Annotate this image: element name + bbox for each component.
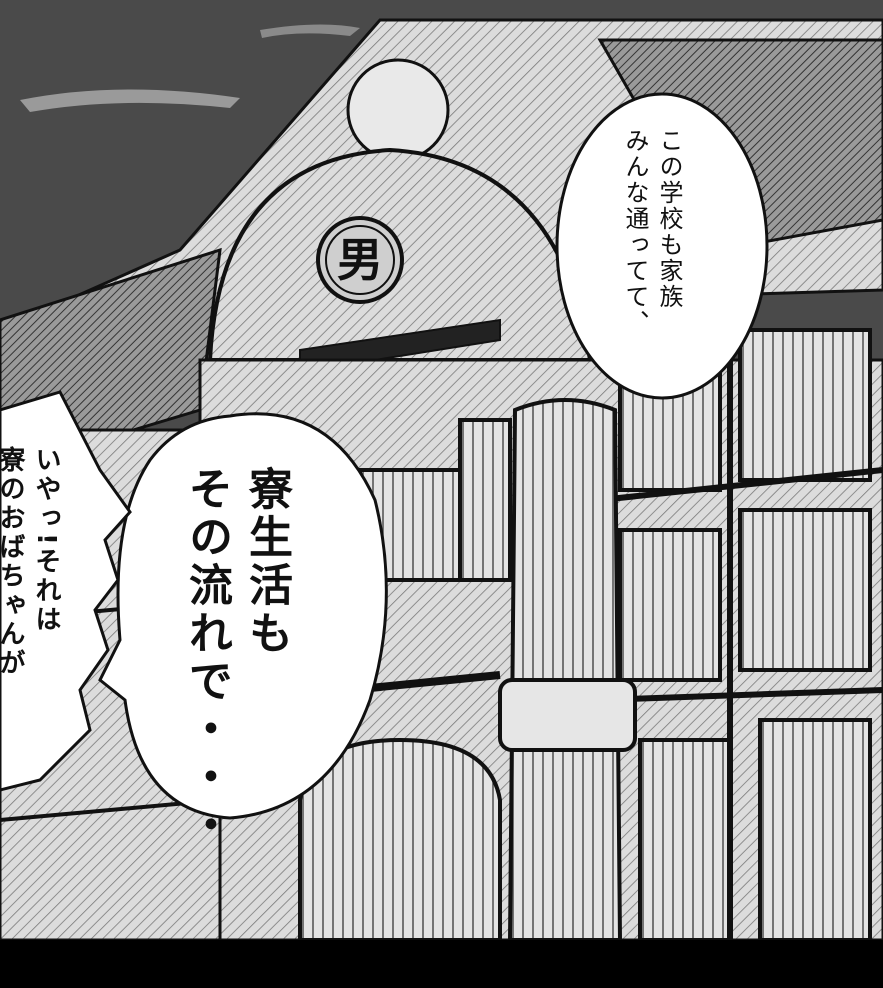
speech-text-left: いやっ!それは 寮のおばちゃんが [0,446,64,678]
roof-dome [346,58,450,162]
speech-bubble-top-right [555,92,769,400]
speech-line: この学校も家族 [655,128,683,310]
speech-text-top-right: この学校も家族 みんな通ってて、 [618,128,686,336]
speech-line: 寮のおばちゃんが [0,446,25,678]
speech-bubble-center [98,412,388,820]
sign-emblem [316,216,404,304]
pillar [507,398,623,940]
speech-bubble-left [0,390,132,792]
cloud [260,24,360,38]
manga-panel: この学校も家族 みんな通ってて、 寮生活も その流れで・・・ いやっ!それは 寮… [0,0,883,940]
pillar-ring [498,678,637,752]
sign-character: 男 [337,233,383,287]
speech-line: その流れで・・・ [181,466,232,850]
speech-text-center: 寮生活も その流れで・・・ [176,466,296,850]
speech-line: 寮生活も [241,466,292,658]
bottom-margin [0,940,883,988]
school-building-illustration [0,0,883,940]
speech-line: みんな通ってて、 [621,128,649,336]
speech-line: いやっ!それは [31,446,61,635]
cloud [20,89,240,112]
